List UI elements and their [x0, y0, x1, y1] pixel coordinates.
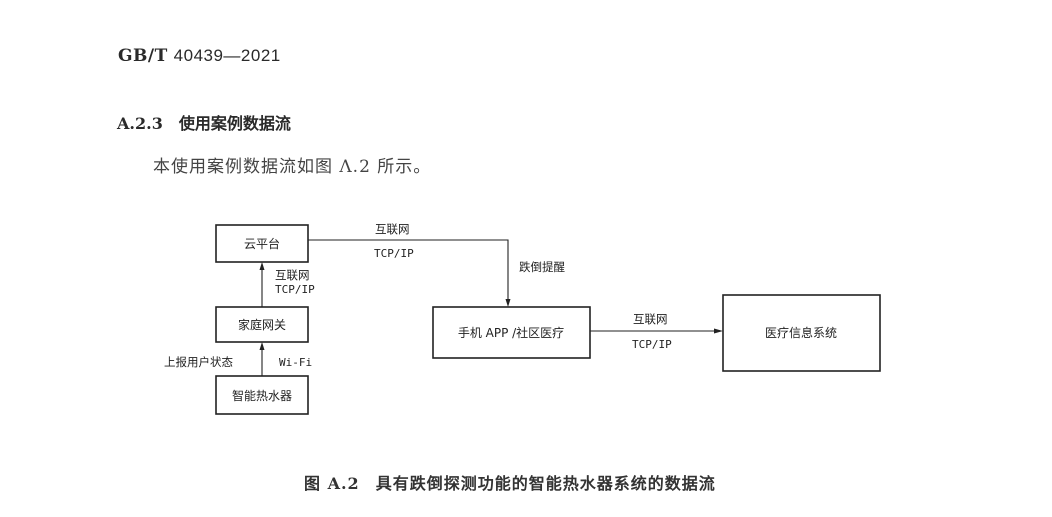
body-paragraph: 本使用案例数据流如图 Λ.2 所示。 [153, 157, 432, 177]
node-medical-label: 医疗信息系统 [765, 325, 837, 340]
arrow-head-icon [714, 328, 723, 334]
edge-label-tcpip: TCP/IP [374, 247, 414, 260]
figure-number: 图 A.2 [304, 474, 360, 493]
figure-caption: 图 A.2 具有跌倒探测功能的智能热水器系统的数据流 [304, 470, 716, 494]
node-app-label: 手机 APP /社区医疗 [458, 325, 564, 340]
section-title: 使用案例数据流 [178, 114, 291, 133]
arrow-head-icon [505, 299, 511, 307]
node-cloud-label: 云平台 [244, 236, 280, 251]
section-heading: A.2.3 使用案例数据流 [117, 110, 291, 134]
arrow-head-icon [259, 262, 265, 270]
edge-label-report-status: 上报用户状态 [164, 355, 233, 369]
standard-code: GB/T 40439—2021 [118, 46, 281, 66]
standard-number: 40439—2021 [173, 46, 281, 65]
edge-app-to-medical: 互联网 TCP/IP [590, 312, 723, 351]
node-gateway-label: 家庭网关 [238, 317, 286, 332]
node-smart-water-heater: 智能热水器 [215, 375, 309, 415]
edge-label-tcpip: TCP/IP [275, 283, 315, 296]
edge-label-internet: 互联网 [633, 312, 668, 326]
node-home-gateway: 家庭网关 [215, 306, 309, 343]
standard-prefix: GB/T [118, 46, 168, 66]
edge-label-fall-alert: 跌倒提醒 [519, 260, 565, 274]
arrow-head-icon [259, 342, 265, 350]
node-medical-info-system: 医疗信息系统 [722, 294, 881, 372]
figure-title: 具有跌倒探测功能的智能热水器系统的数据流 [375, 474, 716, 493]
edge-label-internet: 互联网 [375, 222, 410, 236]
edge-label-internet: 互联网 [275, 268, 310, 282]
edge-label-tcpip: TCP/IP [632, 338, 672, 351]
edge-gateway-to-cloud: 互联网 TCP/IP [259, 262, 315, 307]
edge-cloud-to-app: 互联网 TCP/IP 跌倒提醒 [308, 222, 565, 307]
edge-heater-to-gateway: 上报用户状态 Wi-Fi [164, 342, 312, 376]
node-heater-label: 智能热水器 [232, 388, 292, 403]
node-cloud-platform: 云平台 [215, 224, 309, 263]
edge-label-wifi: Wi-Fi [279, 356, 312, 369]
node-mobile-app-community-medical: 手机 APP /社区医疗 [432, 306, 591, 359]
section-number: A.2.3 [117, 114, 163, 133]
